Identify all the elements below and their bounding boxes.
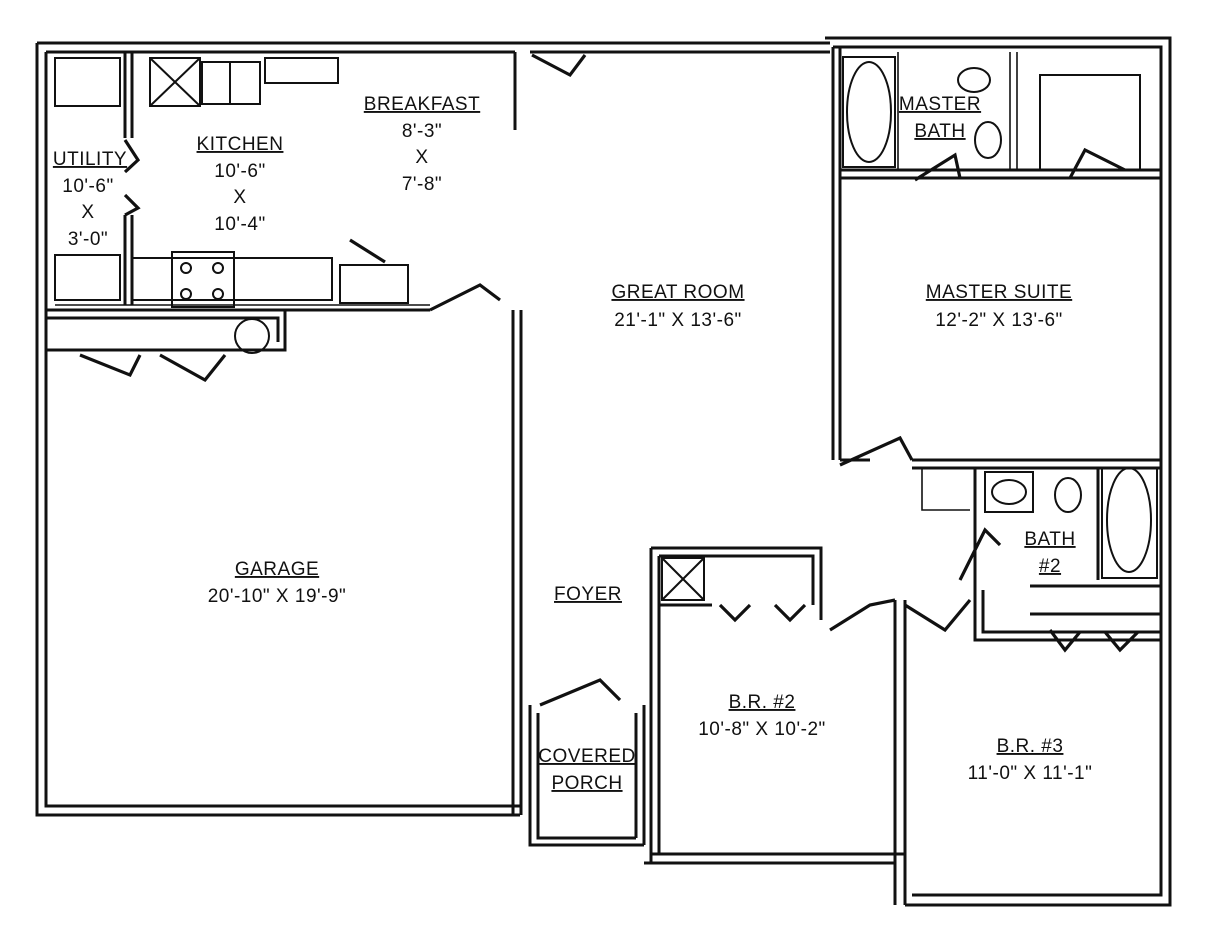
sink-icon bbox=[991, 479, 1027, 505]
utility-dim1: 10'-6" bbox=[62, 176, 113, 197]
br3-dims: 11'-0" X 11'-1" bbox=[968, 763, 1093, 784]
room-labels: BREAKFAST 8'-3" X 7'-8" KITCHEN 10'-6" X… bbox=[53, 94, 1092, 794]
exterior-walls bbox=[35, 36, 1172, 907]
great-room-dims: 21'-1" X 13'-6" bbox=[614, 310, 742, 331]
great-room-title: GREAT ROOM bbox=[611, 282, 744, 303]
bath2-title1: BATH bbox=[1024, 529, 1075, 550]
kitchen-title: KITCHEN bbox=[197, 134, 284, 155]
water-heater-icon bbox=[234, 318, 270, 354]
shower-icon bbox=[1039, 74, 1141, 171]
toilet-icon bbox=[957, 67, 991, 93]
utility-title: UTILITY bbox=[53, 149, 127, 170]
master-suite-dims: 12'-2" X 13'-6" bbox=[935, 310, 1063, 331]
br2-title: B.R. #2 bbox=[729, 692, 796, 713]
breakfast-dim1: 8'-3" bbox=[402, 121, 442, 142]
sink-icon bbox=[974, 121, 1002, 159]
hvac-icon bbox=[661, 557, 705, 601]
breakfast-title: BREAKFAST bbox=[364, 94, 480, 115]
refrigerator-icon bbox=[339, 264, 409, 304]
bathtub-icon bbox=[1106, 467, 1152, 573]
kitchen-dim1: 10'-6" bbox=[214, 161, 265, 182]
master-bath-title2: BATH bbox=[914, 121, 965, 142]
utility-dim2: 3'-0" bbox=[68, 229, 108, 250]
bathtub-icon bbox=[846, 61, 892, 163]
foyer-title: FOYER bbox=[554, 584, 622, 605]
breakfast-x: X bbox=[415, 147, 428, 168]
bath-fixtures bbox=[661, 56, 1158, 601]
covered-porch-title1: COVERED bbox=[538, 746, 635, 767]
doors bbox=[79, 53, 1140, 707]
garage-dims: 20'-10" X 19'-9" bbox=[208, 586, 347, 607]
bath2-title2: #2 bbox=[1039, 556, 1061, 577]
breakfast-dim2: 7'-8" bbox=[402, 174, 442, 195]
kitchen-x: X bbox=[233, 187, 246, 208]
garage-title: GARAGE bbox=[235, 559, 319, 580]
stove-icon bbox=[171, 251, 235, 308]
kitchen-fixtures bbox=[54, 57, 409, 354]
master-bath-title1: MASTER bbox=[899, 94, 981, 115]
kitchen-dim2: 10'-4" bbox=[214, 214, 265, 235]
br3-title: B.R. #3 bbox=[997, 736, 1064, 757]
interior-walls bbox=[46, 47, 1161, 905]
toilet-icon bbox=[1054, 477, 1082, 513]
master-suite-title: MASTER SUITE bbox=[926, 282, 1072, 303]
br2-dims: 10'-8" X 10'-2" bbox=[698, 719, 826, 740]
utility-x: X bbox=[81, 202, 94, 223]
covered-porch-title2: PORCH bbox=[551, 773, 622, 794]
